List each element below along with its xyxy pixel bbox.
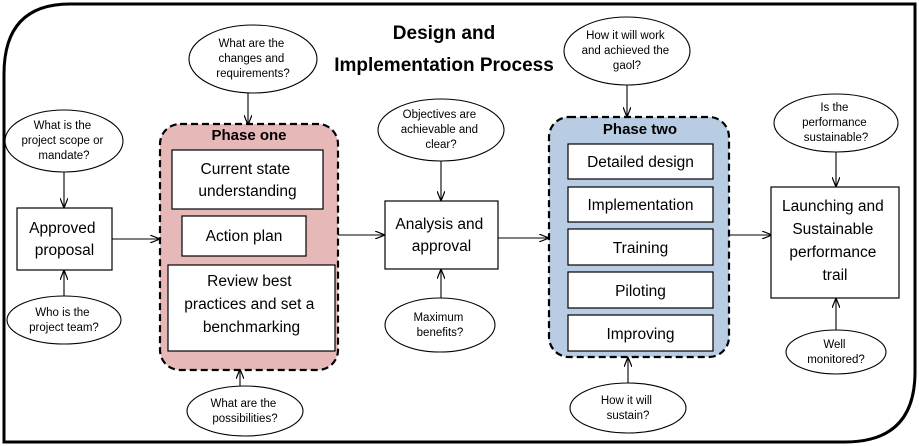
phase-two-step-implementation <box>567 186 714 223</box>
sustain-question-text: How it will sustain? <box>601 395 655 422</box>
monitored-question-text: Well monitored? <box>807 339 865 366</box>
phase-one-label: Phase one <box>211 127 286 144</box>
team-question-bubble <box>6 295 122 345</box>
phase-two-step-training-label: Training <box>613 240 668 257</box>
changes-question-text: What are the changes and requirements? <box>216 38 290 80</box>
changes-question-bubble <box>188 24 318 94</box>
objectives-question-bubble <box>377 98 505 162</box>
launching-box <box>770 186 900 299</box>
benefits-question-text: Maximum benefits? <box>413 312 466 339</box>
benefits-question-bubble <box>384 297 496 353</box>
scope-question-bubble <box>4 109 124 173</box>
launching-label: Launching and Sustainable performance tr… <box>782 198 888 284</box>
phase-two-step-improving <box>567 314 714 352</box>
analysis-approval-label: Analysis and approval <box>395 216 487 255</box>
approved-proposal-label: Approved proposal <box>29 220 100 259</box>
possibilities-question-bubble <box>186 385 304 437</box>
approved-proposal-box <box>16 207 113 271</box>
sustainable-question-bubble <box>773 93 899 153</box>
phase-two-step-training <box>567 228 714 266</box>
work-question-text: How it will work and achieved the gaol? <box>582 30 673 72</box>
phase-two-step-implementation-label: Implementation <box>588 197 694 214</box>
phase-one-step-action-plan-label: Action plan <box>206 228 283 245</box>
phase-one-step-review-label: Review best practices and set a benchmar… <box>184 273 318 336</box>
team-question-text: Who is the project team? <box>29 307 99 334</box>
phase-two-step-piloting <box>567 271 714 309</box>
phase-one-step-action-plan <box>181 215 307 257</box>
phase-one-step-review <box>167 264 336 352</box>
analysis-approval-box <box>384 200 499 270</box>
sustainable-question-text: Is the performance sustainable? <box>802 102 870 144</box>
title-line-2: Implementation Process <box>334 55 554 76</box>
phase-two-step-detailed-design-label: Detailed design <box>587 154 694 171</box>
phase-one-step-current-state-label: Current state understanding <box>198 161 296 200</box>
monitored-question-bubble <box>785 329 887 375</box>
work-question-bubble <box>563 16 691 86</box>
phase-two-step-piloting-label: Piloting <box>615 283 666 300</box>
title-line-1: Design and <box>393 23 495 44</box>
objectives-question-text: Objectives are achievable and clear? <box>401 109 482 151</box>
phase-two-label: Phase two <box>603 121 677 138</box>
scope-question-text: What is the project scope or mandate? <box>21 120 106 162</box>
phase-one-step-current-state <box>171 149 324 210</box>
possibilities-question-text: What are the possibilities? <box>210 398 279 425</box>
phase-two-step-detailed-design <box>567 143 714 180</box>
phase-two-step-improving-label: Improving <box>606 326 674 343</box>
sustain-question-bubble <box>569 382 687 434</box>
